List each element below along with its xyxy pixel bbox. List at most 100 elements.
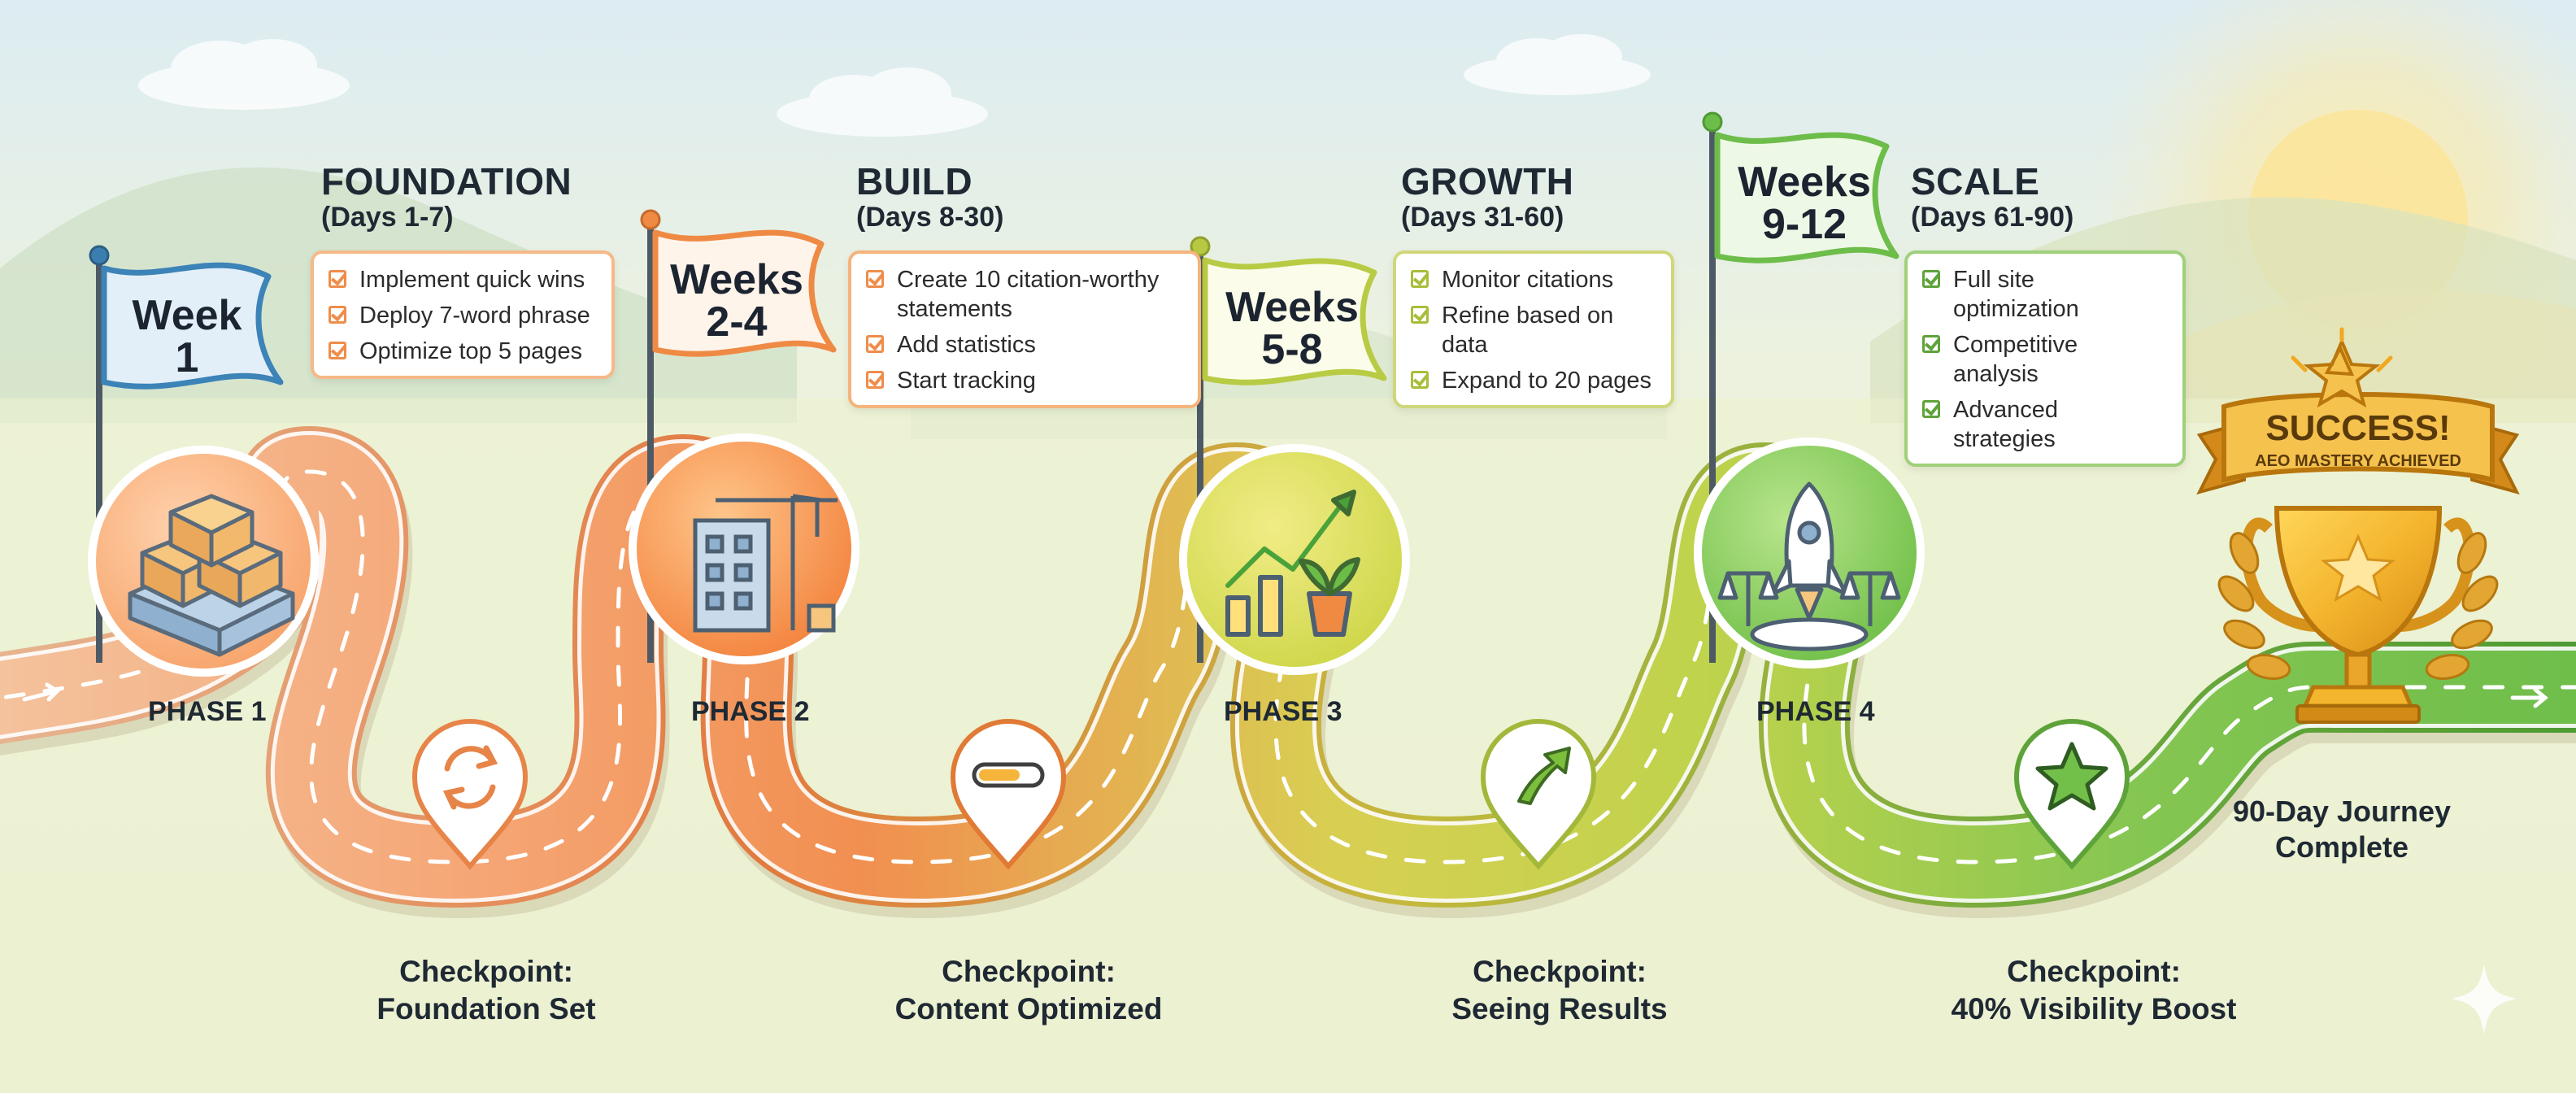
star-icon	[2035, 742, 2108, 811]
phase-4-task-card: Full site optimization Competitive analy…	[1904, 250, 2186, 467]
task-item: Deploy 7-word phrase	[329, 301, 595, 330]
arrow-up-icon	[1517, 747, 1571, 805]
task-label: Add statistics	[897, 332, 1036, 358]
checkpoint-2-line-1: Checkpoint:	[942, 955, 1116, 988]
phase-4-label: PHASE 4	[1756, 696, 1875, 727]
phase-3-days: (Days 31-60)	[1401, 202, 1564, 233]
flag-white-arrows	[22, 682, 2548, 708]
trophy-icon	[2241, 506, 2475, 724]
success-banner	[2196, 327, 2520, 495]
checkpoint-2-line-2: Content Optimized	[894, 992, 1163, 1026]
success-subtitle: AEO MASTERY ACHIEVED	[2255, 452, 2461, 470]
checkpoint-4-label: Checkpoint: 40% Visibility Boost	[1882, 953, 2305, 1028]
checkbox-icon	[1411, 306, 1429, 324]
task-item: Start tracking	[866, 366, 1181, 395]
checkpoint-pin-1	[411, 719, 529, 870]
task-label: Expand to 20 pages	[1442, 368, 1651, 394]
phase-3-task-card: Monitor citations Refine based on data E…	[1393, 250, 1674, 408]
flag-1-line-2: 1	[175, 334, 199, 381]
phase-2-task-card: Create 10 citation-worthy statements Add…	[848, 250, 1201, 408]
rocket-icon	[1717, 481, 1901, 651]
flag-3-line-2: 5-8	[1261, 326, 1323, 373]
journey-complete-line-1: 90-Day Journey	[2232, 795, 2452, 828]
task-label: Optimize top 5 pages	[359, 338, 583, 364]
task-label: Monitor citations	[1442, 267, 1614, 293]
phase-3-label: PHASE 3	[1224, 696, 1342, 727]
task-label: Advanced strategies	[1953, 397, 2058, 452]
laurel-wreath	[2217, 532, 2499, 681]
checkbox-icon	[866, 371, 884, 389]
flag-4-line-2: 9-12	[1761, 201, 1847, 248]
checkbox-icon	[329, 270, 346, 288]
phase-4-title: SCALE	[1911, 160, 2040, 202]
task-label: Implement quick wins	[359, 267, 585, 293]
checkpoint-pin-2	[950, 719, 1067, 870]
flag-weeks-2-4	[640, 209, 837, 663]
checkpoint-3-label: Checkpoint: Seeing Results	[1348, 953, 1771, 1028]
checkpoint-4-line-2: 40% Visibility Boost	[1951, 992, 2237, 1026]
phase-1-label: PHASE 1	[148, 696, 267, 727]
task-label: Start tracking	[897, 368, 1036, 394]
flag-1-line-1: Week	[132, 292, 242, 339]
checkpoint-1-line-2: Foundation Set	[376, 992, 596, 1026]
checkbox-icon	[1411, 270, 1429, 288]
flag-2-line-2: 2-4	[706, 298, 768, 346]
phase-2-label: PHASE 2	[691, 696, 810, 727]
flag-4-line-1: Weeks	[1738, 159, 1871, 206]
growth-chart-icon	[1225, 490, 1360, 637]
checkpoint-3-line-2: Seeing Results	[1451, 992, 1668, 1026]
task-label: Create 10 citation-worthy statements	[897, 267, 1160, 322]
flag-2-line-1: Weeks	[670, 256, 803, 303]
blocks-icon	[128, 494, 295, 657]
task-label: Competitive analysis	[1953, 332, 2078, 387]
task-item: Expand to 20 pages	[1411, 366, 1655, 395]
checkbox-icon	[1922, 335, 1940, 353]
flag-2-text: Weeks 2-4	[655, 259, 818, 343]
checkbox-icon	[866, 335, 884, 353]
phase-1-task-card: Implement quick wins Deploy 7-word phras…	[311, 250, 615, 379]
checkpoint-3-line-1: Checkpoint:	[1473, 955, 1647, 988]
phase-1-days: (Days 1-7)	[321, 202, 454, 233]
flag-1-text: Week 1	[106, 294, 268, 379]
clouds	[138, 34, 1651, 137]
phase-3-circle	[1179, 444, 1410, 675]
phase-2-days: (Days 8-30)	[856, 202, 1004, 233]
task-item: Optimize top 5 pages	[329, 337, 595, 366]
task-label: Full site optimization	[1953, 267, 2079, 322]
crane-building-icon	[693, 494, 838, 633]
road-centerline	[0, 469, 2576, 864]
checkbox-icon	[1922, 400, 1940, 418]
journey-complete-line-2: Complete	[2274, 830, 2409, 864]
phase-2-title: BUILD	[856, 160, 973, 202]
flag-3-text: Weeks 5-8	[1207, 286, 1377, 371]
task-item: Full site optimization	[1922, 265, 2166, 324]
task-label: Refine based on data	[1442, 303, 1614, 358]
checkpoint-2-label: Checkpoint: Content Optimized	[817, 953, 1240, 1028]
task-item: Competitive analysis	[1922, 330, 2166, 389]
phase-1-title: FOUNDATION	[321, 160, 572, 202]
task-item: Add statistics	[866, 330, 1181, 359]
task-item: Refine based on data	[1411, 301, 1655, 359]
flag-4-text: Weeks 9-12	[1719, 161, 1890, 246]
refresh-icon	[442, 745, 498, 810]
checkbox-icon	[1922, 270, 1940, 288]
task-item: Monitor citations	[1411, 265, 1655, 294]
task-label: Deploy 7-word phrase	[359, 303, 590, 329]
checkbox-icon	[1411, 371, 1429, 389]
checkpoint-4-line-1: Checkpoint:	[2007, 955, 2181, 988]
checkbox-icon	[866, 270, 884, 288]
task-item: Create 10 citation-worthy statements	[866, 265, 1181, 324]
task-item: Advanced strategies	[1922, 395, 2166, 454]
checkbox-icon	[329, 342, 346, 359]
progress-bar-icon	[972, 762, 1045, 788]
task-item: Implement quick wins	[329, 265, 595, 294]
checkbox-icon	[329, 306, 346, 324]
checkpoint-1-line-1: Checkpoint:	[399, 955, 573, 988]
flag-week-1	[89, 245, 284, 663]
flag-3-line-1: Weeks	[1225, 284, 1359, 331]
checkpoint-1-label: Checkpoint: Foundation Set	[275, 953, 698, 1028]
phase-4-days: (Days 61-90)	[1911, 202, 2074, 233]
sparkle-icon	[2452, 964, 2517, 1034]
phase-3-title: GROWTH	[1401, 160, 1574, 202]
